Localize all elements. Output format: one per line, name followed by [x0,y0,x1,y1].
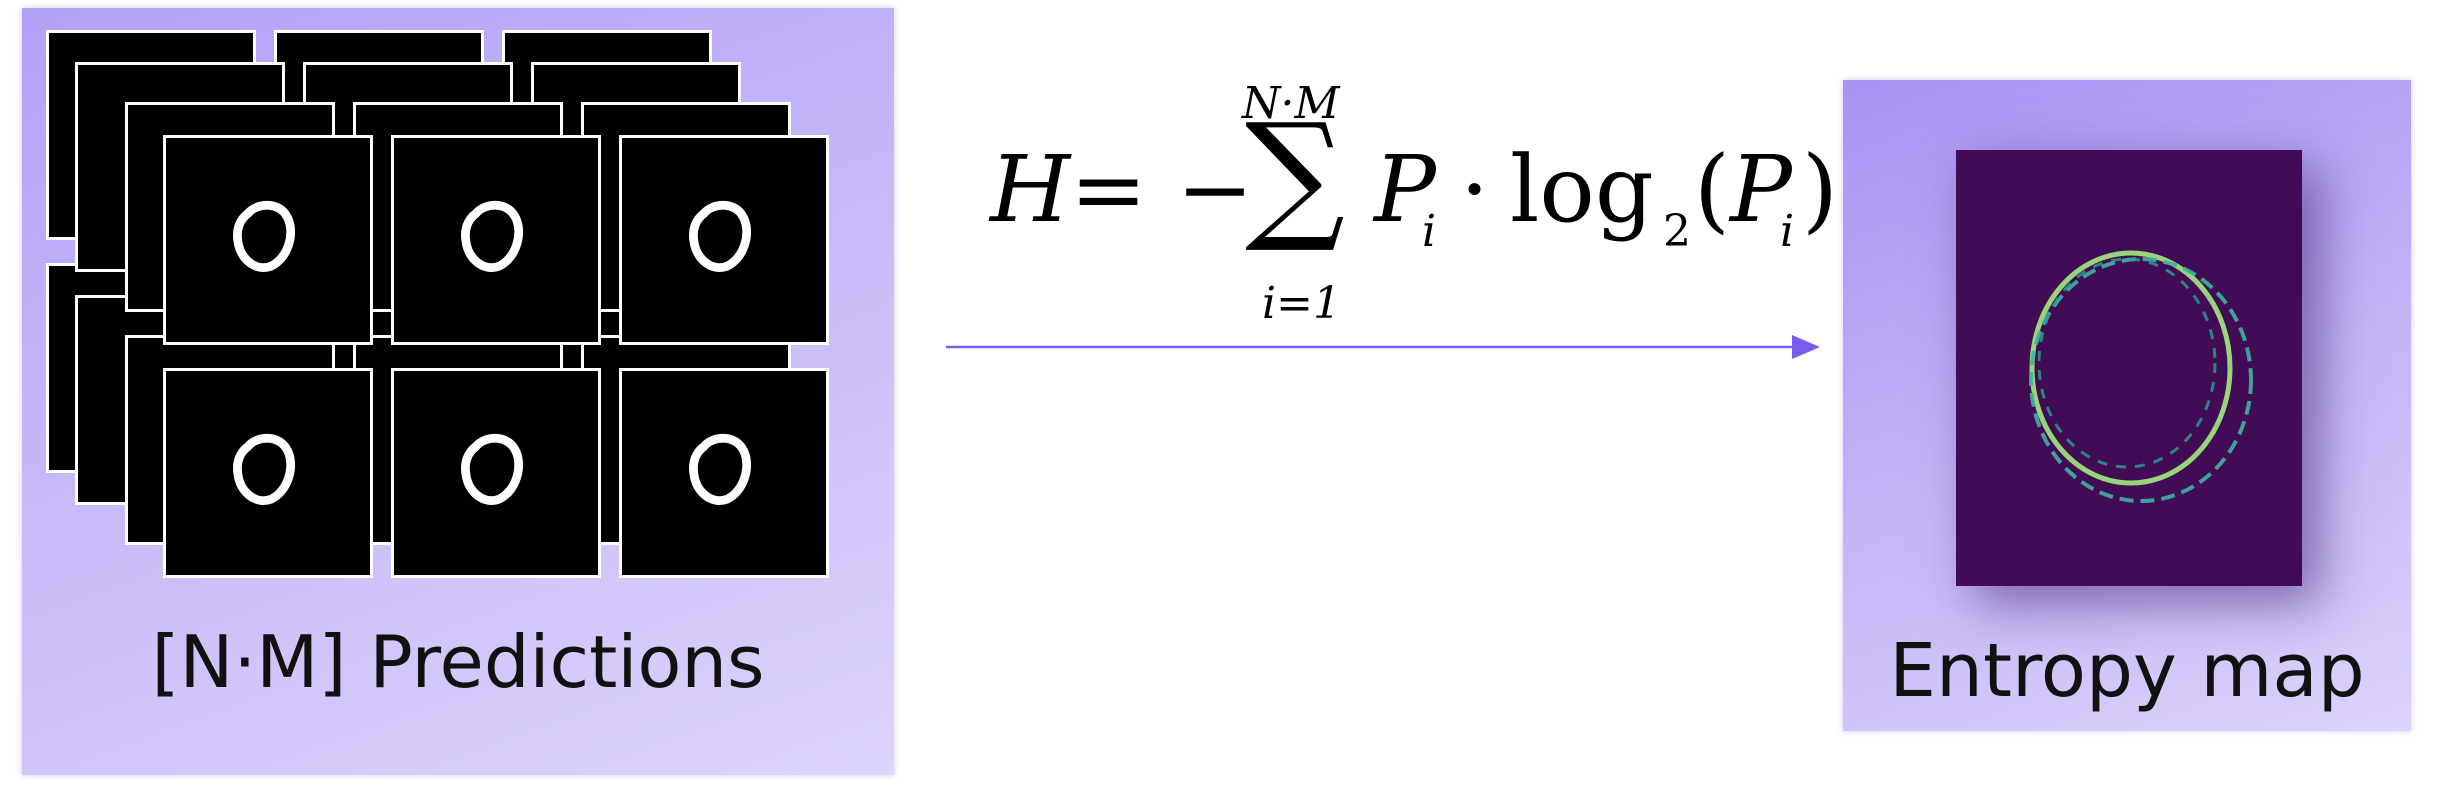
entropy-panel: Entropy map [1843,80,2411,731]
formula-term-subscript: i [1422,206,1437,257]
arrow [946,335,1820,359]
formula-h: H [990,136,1071,243]
formula-term-p: P [1374,136,1436,243]
formula-dot: · [1460,136,1490,243]
entropy-map-image [1956,150,2302,586]
predictions-panel: [N·M] Predictions [22,8,894,775]
arrow-head [1792,335,1820,359]
formula-lower-limit: i=1 [1262,278,1341,329]
predictions-label: [N·M] Predictions [151,620,765,704]
entropy-formula: H = − ∑ N·M i=1 P i · log 2 ( P i ) [990,78,1850,338]
formula-log-base: 2 [1663,206,1691,257]
formula-inner-subscript: i [1780,206,1795,257]
prediction-tile [391,135,601,345]
entropy-map-label: Entropy map [1889,628,2365,714]
formula-upper-limit: N·M [1242,78,1340,129]
formula-equals-minus: = − [1070,136,1254,243]
formula-open-paren: ( [1694,136,1730,243]
prediction-tile [619,135,829,345]
formula-inner-p: P [1730,136,1792,243]
prediction-tile [391,368,601,578]
formula-close-paren: ) [1802,136,1838,243]
prediction-tile [619,368,829,578]
formula-log: log [1510,136,1654,243]
entropy-rings [2029,250,2253,503]
formula-sum-symbol: ∑ [1245,94,1345,257]
prediction-tile [163,368,373,578]
prediction-tile [163,135,373,345]
